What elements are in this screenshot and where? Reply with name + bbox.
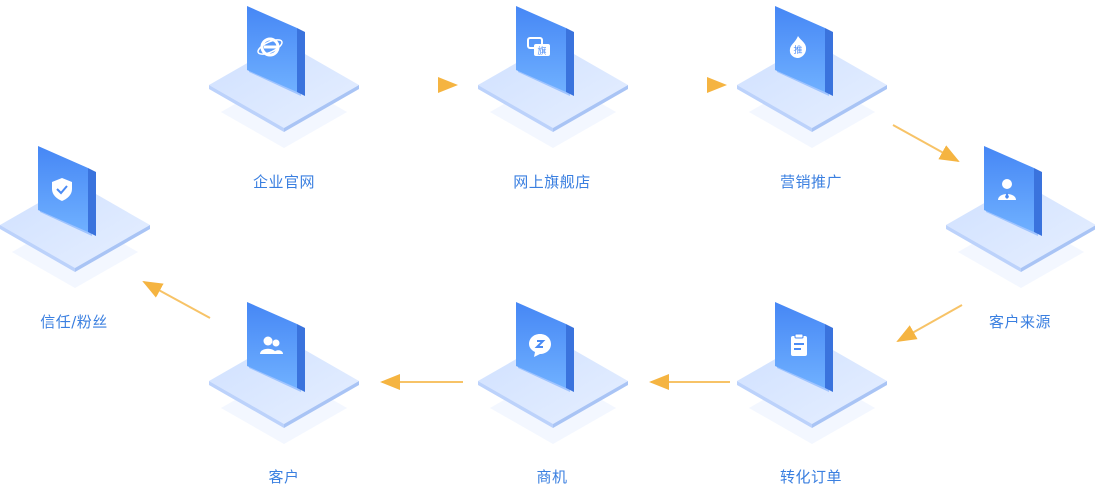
isometric-platform	[209, 302, 359, 444]
node-trust	[0, 140, 150, 288]
node-customer	[209, 296, 359, 444]
node-label-lead: 商机	[536, 468, 568, 486]
node-label-source: 客户来源	[988, 313, 1051, 331]
arrow-customer-to-trust	[142, 281, 211, 319]
node-store: 旗	[478, 0, 628, 148]
user-icon	[994, 176, 1020, 202]
svg-text:旗: 旗	[537, 45, 546, 57]
arrow-source-to-order	[896, 304, 963, 342]
svg-text:推: 推	[793, 44, 802, 56]
isometric-platform	[737, 302, 887, 444]
node-label-order: 转化订单	[779, 468, 842, 486]
node-marketing: 推	[737, 0, 887, 148]
flagship-store-icon: 旗	[526, 34, 552, 60]
arrow-marketing-to-source	[892, 124, 960, 162]
node-order	[737, 296, 887, 444]
node-label-marketing: 营销推广	[779, 173, 842, 191]
clipboard-icon	[786, 332, 812, 358]
node-label-store: 网上旗舰店	[513, 173, 591, 191]
node-label-trust: 信任/粉丝	[40, 313, 108, 331]
node-label-website: 企业官网	[252, 173, 315, 191]
node-website	[209, 0, 359, 148]
shield-check-icon	[49, 176, 75, 202]
node-lead	[478, 296, 628, 444]
node-source	[946, 140, 1095, 288]
chat-bubble-icon	[527, 332, 553, 358]
isometric-platform	[478, 302, 628, 444]
isometric-platform	[209, 6, 359, 148]
node-label-customer: 客户	[268, 468, 300, 486]
promotion-icon: 推	[785, 34, 811, 60]
internet-explorer-icon	[257, 34, 283, 60]
isometric-platform	[737, 6, 887, 148]
isometric-platform	[478, 6, 628, 148]
isometric-platform	[946, 146, 1095, 288]
isometric-platform	[0, 146, 150, 288]
users-icon	[258, 332, 284, 358]
